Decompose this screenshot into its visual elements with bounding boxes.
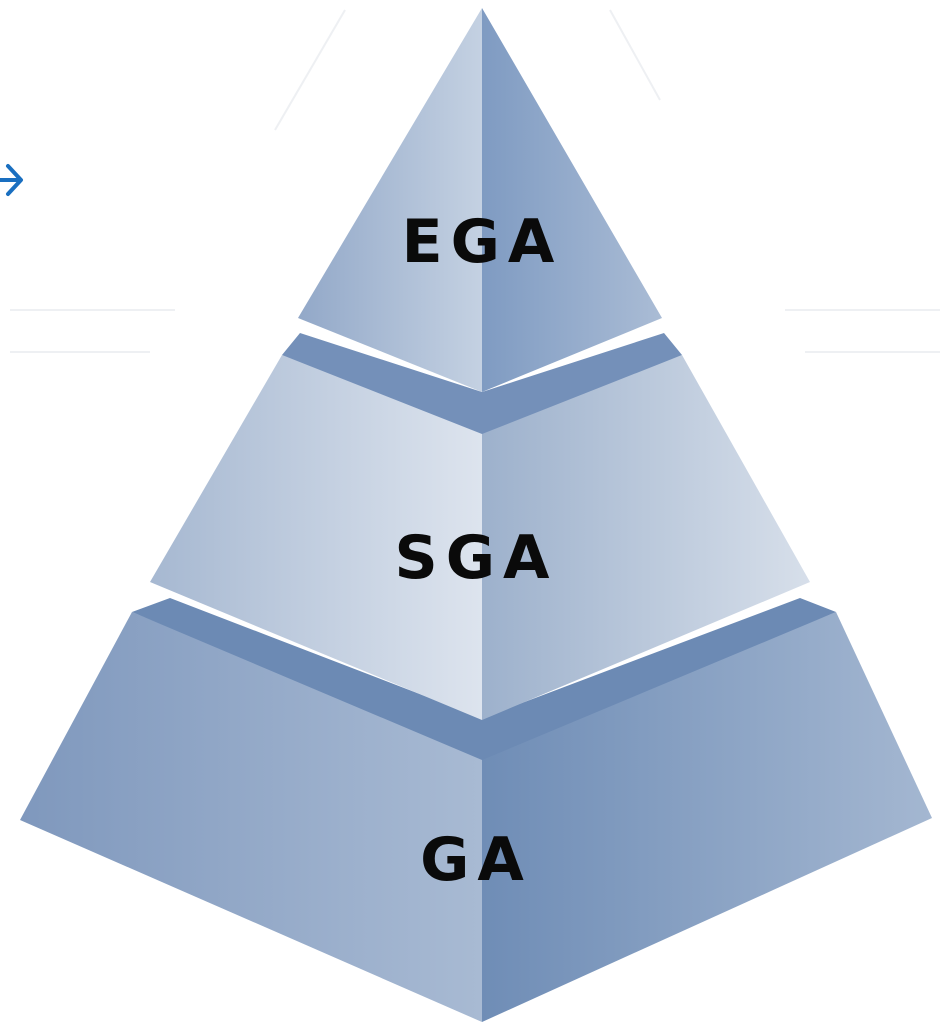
- tier-middle-right-face: [482, 355, 810, 720]
- tier-middle-left-face: [150, 355, 482, 720]
- tier-bottom-right-face: [482, 612, 932, 1022]
- background-guides: [10, 9, 940, 353]
- tier-bottom-ledge: [132, 598, 836, 760]
- tier-bottom-left-face: [20, 612, 482, 1022]
- tier-top-label: EGA: [402, 207, 563, 277]
- tier-middle-ledge: [282, 333, 682, 434]
- tier-top-right-face: [482, 8, 662, 392]
- tier-middle-label: SGA: [395, 523, 558, 593]
- tier-bottom: GA: [20, 598, 932, 1022]
- tier-middle: SGA: [150, 333, 810, 720]
- arrow-right-icon: [0, 164, 23, 196]
- tier-bottom-label: GA: [420, 825, 532, 895]
- tier-top: EGA: [298, 8, 662, 392]
- tier-top-left-face: [298, 8, 482, 392]
